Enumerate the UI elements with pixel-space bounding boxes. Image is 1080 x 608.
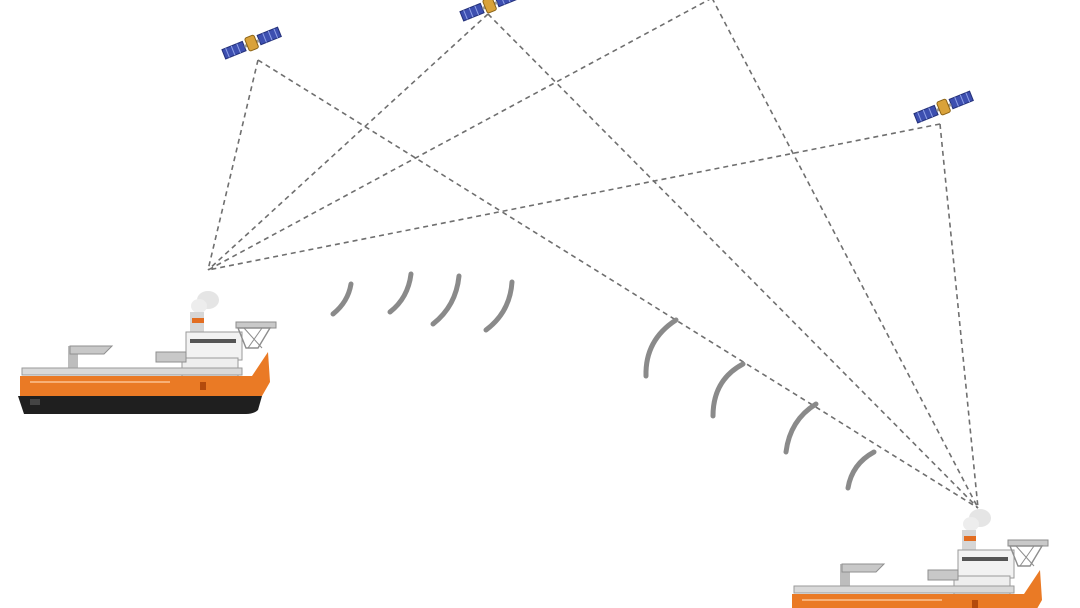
sight-line-sat1-ship2 (257, 59, 979, 509)
satellite-icon (912, 88, 975, 126)
sight-line-sat1-ship1 (207, 59, 259, 271)
wave-arc (643, 317, 679, 379)
satellite-icon (458, 0, 521, 24)
lines-of-sight (207, 0, 979, 509)
wave-arc (710, 361, 746, 419)
sight-line-sat2-ship2 (487, 13, 979, 509)
sight-line-sat4-ship1 (207, 123, 941, 271)
wave-arc (387, 271, 414, 315)
sight-line-sat3-ship2 (712, 0, 979, 509)
ship-icon (17, 290, 277, 415)
radio-wave-icon (330, 271, 515, 333)
wave-arc (783, 401, 819, 455)
sight-line-sat4-ship2 (939, 123, 979, 509)
sight-line-sat3-ship1 (207, 0, 710, 271)
wave-arc (483, 279, 515, 333)
satellite-icon (220, 24, 283, 62)
ship-icon (789, 508, 1049, 608)
wave-arc (330, 281, 354, 317)
radio-wave-icon (643, 317, 877, 491)
sight-line-sat2-ship1 (207, 13, 489, 271)
wave-arc (845, 449, 877, 491)
wave-arc (430, 273, 462, 327)
